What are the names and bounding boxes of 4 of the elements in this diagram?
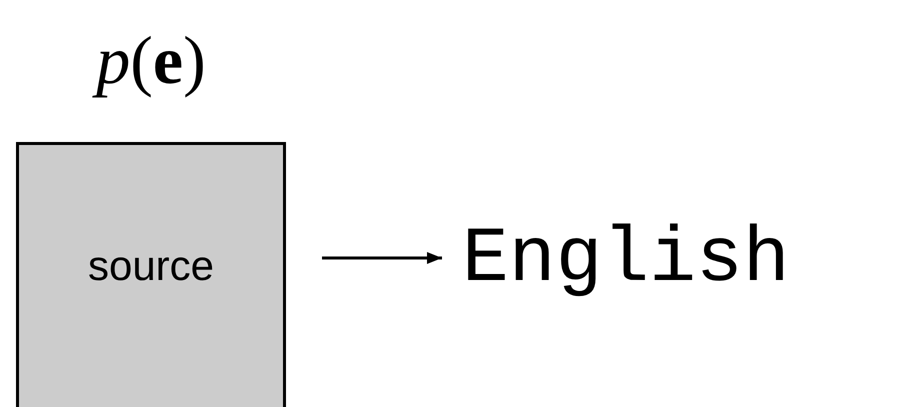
probability-formula: p(e) — [16, 10, 286, 110]
output-text: English — [462, 210, 790, 310]
box-label: source — [88, 241, 214, 291]
arrow — [322, 252, 442, 264]
